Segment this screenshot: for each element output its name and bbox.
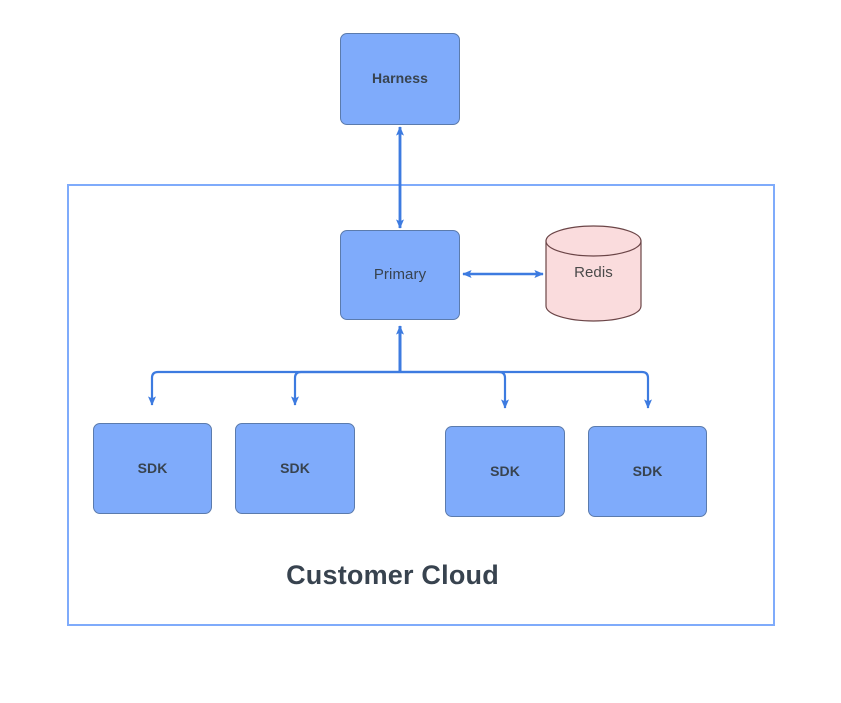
- node-harness[interactable]: Harness: [340, 33, 460, 125]
- node-sdk-2[interactable]: SDK: [235, 423, 355, 514]
- node-harness-label: Harness: [372, 70, 428, 87]
- node-primary[interactable]: Primary: [340, 230, 460, 320]
- node-sdk-3-label: SDK: [490, 462, 520, 479]
- node-sdk-1[interactable]: SDK: [93, 423, 212, 514]
- node-sdk-1-label: SDK: [137, 459, 168, 476]
- node-sdk-2-label: SDK: [280, 459, 310, 476]
- node-sdk-4-label: SDK: [632, 462, 663, 479]
- node-primary-label: Primary: [373, 265, 427, 283]
- customer-cloud-container: [67, 184, 775, 626]
- node-sdk-4[interactable]: SDK: [588, 426, 707, 517]
- customer-cloud-title: Customer Cloud: [286, 560, 499, 590]
- node-redis[interactable]: Redis: [546, 226, 641, 321]
- node-redis-label: Redis: [574, 264, 613, 282]
- node-sdk-3[interactable]: SDK: [445, 426, 565, 517]
